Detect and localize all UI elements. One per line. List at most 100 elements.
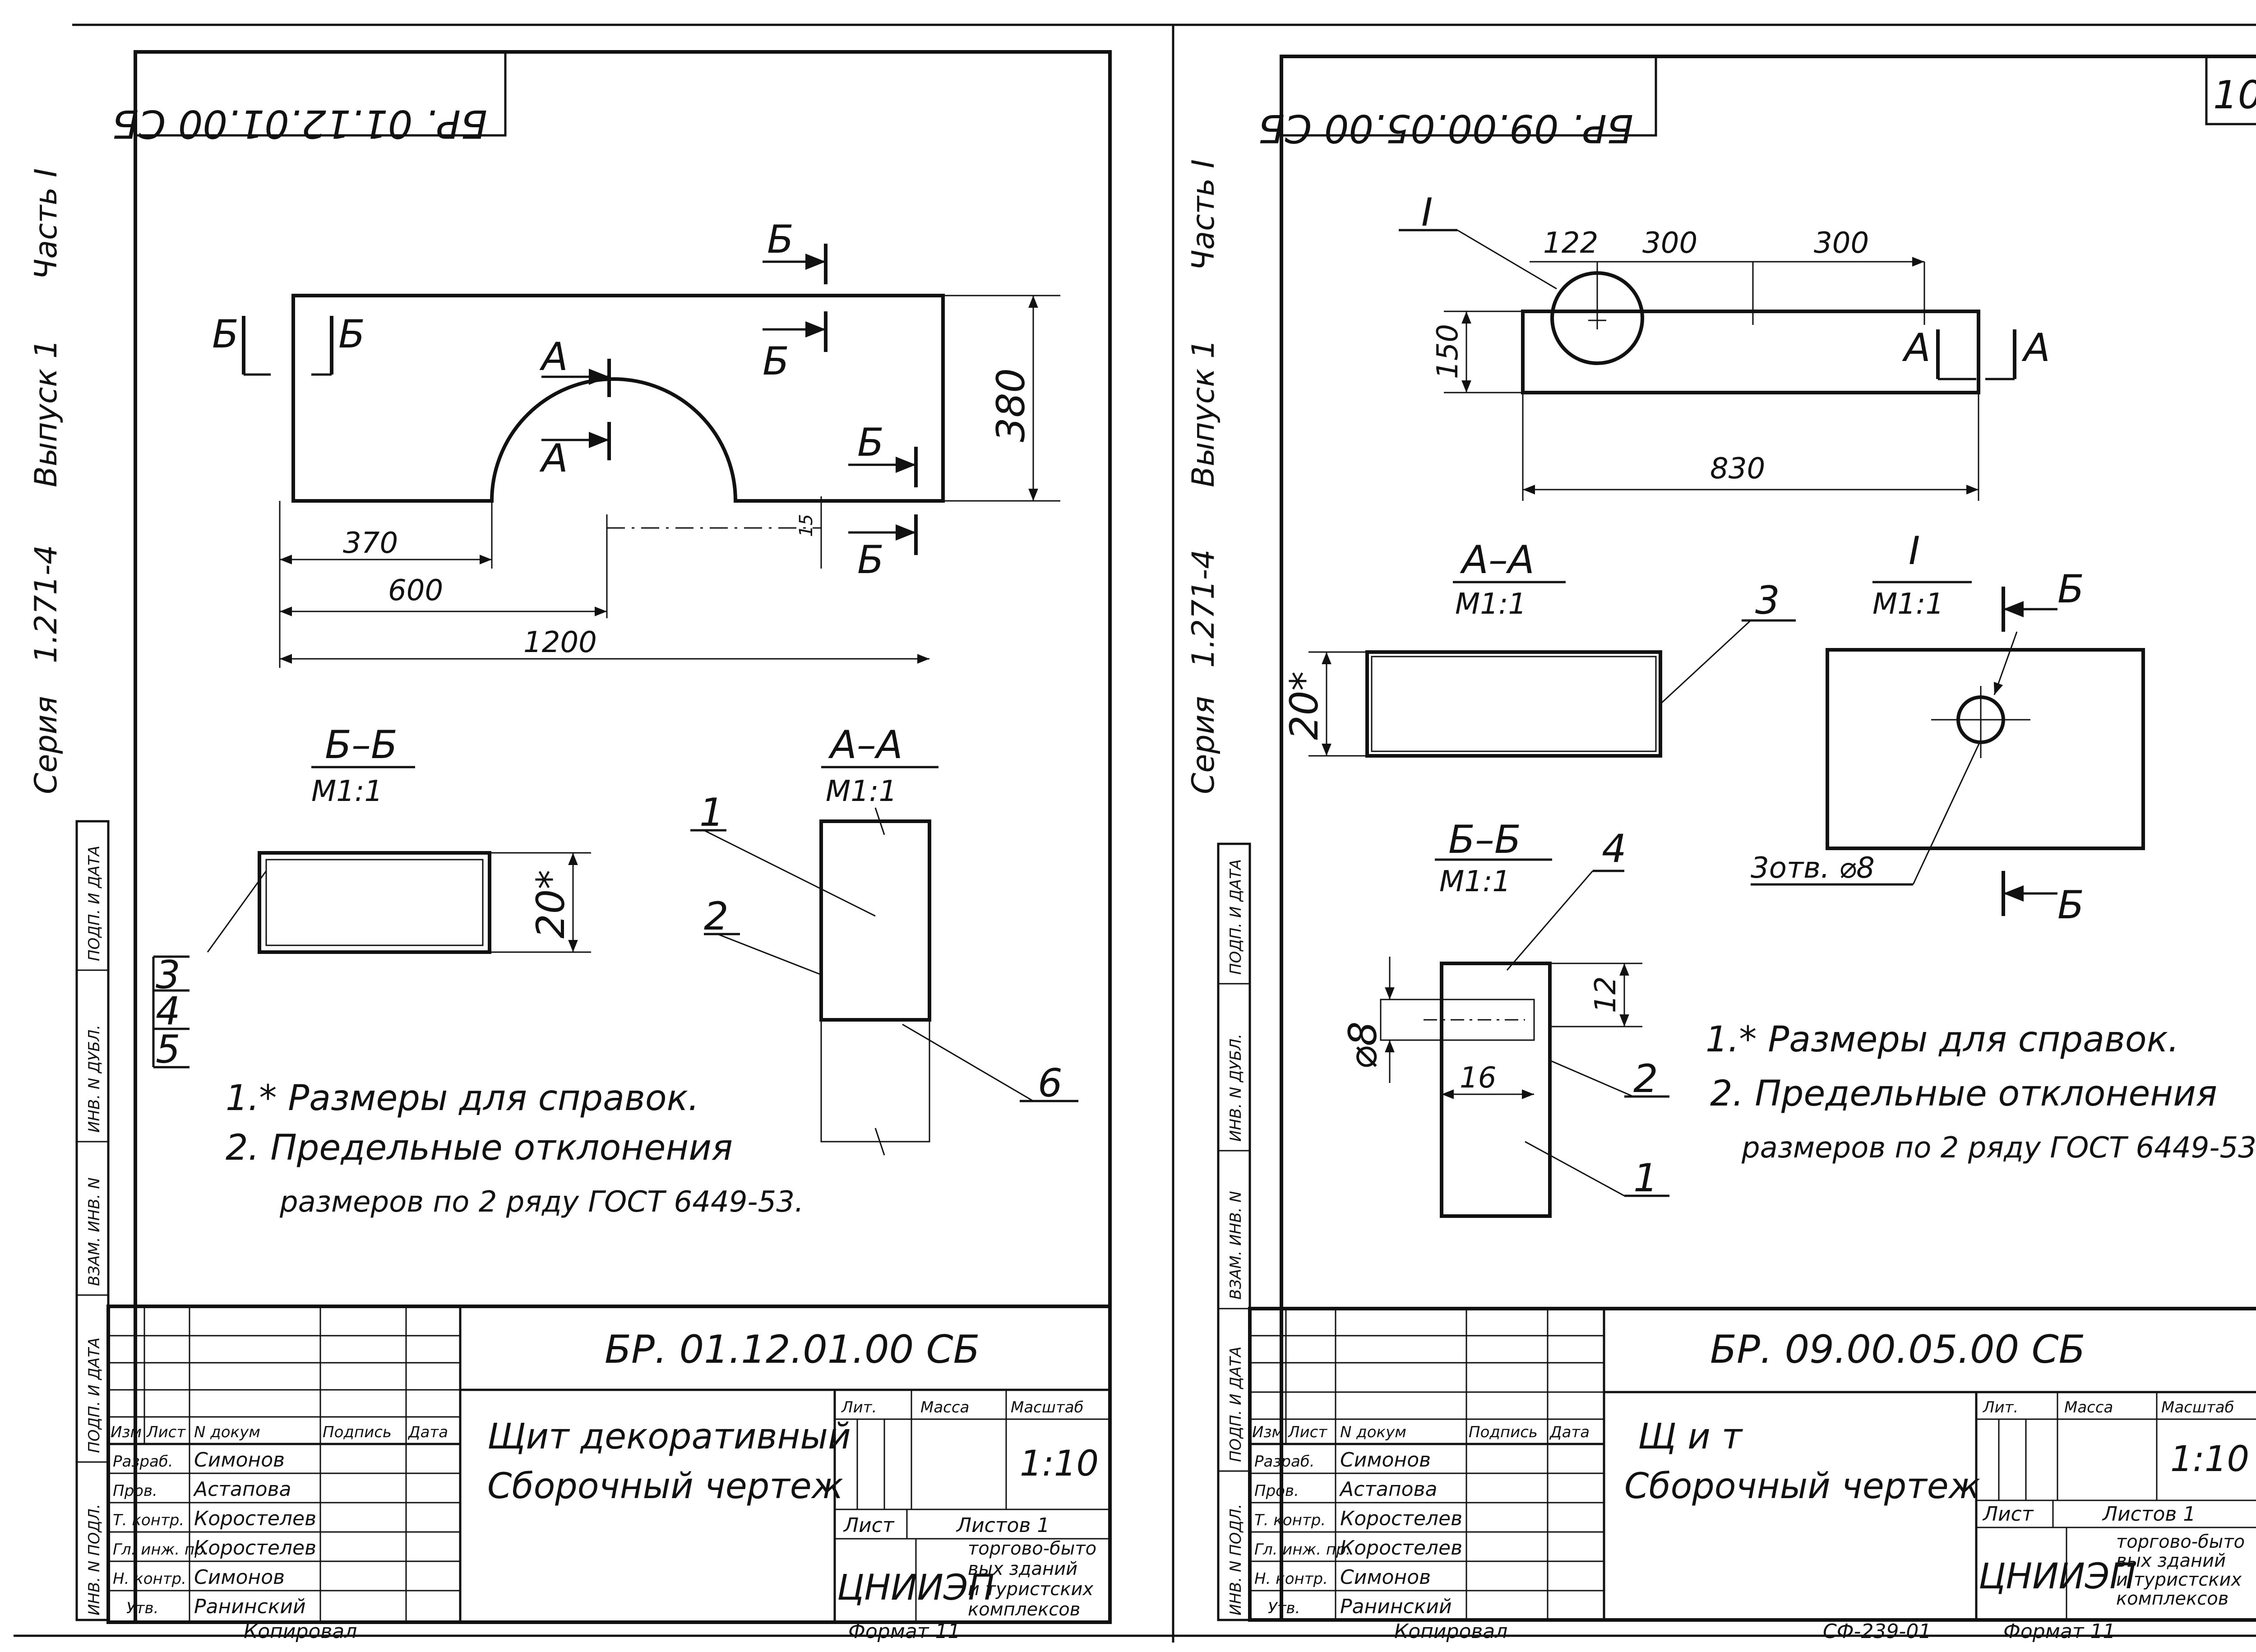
- svg-text:БР. 09.00.05.00 СБ: БР. 09.00.05.00 СБ: [1710, 1327, 2085, 1372]
- svg-text:А: А: [1902, 325, 1931, 370]
- svg-text:3отв. ⌀8: 3отв. ⌀8: [1751, 851, 1875, 885]
- left-title-block: Изм Лист N докум Подпись Дата Разраб. Си…: [106, 1305, 1112, 1624]
- svg-text:Коростелев: Коростелев: [1340, 1507, 1462, 1530]
- svg-text:Гл. инж. пр.: Гл. инж. пр.: [113, 1541, 209, 1559]
- svg-text:N докум: N докум: [1340, 1423, 1406, 1441]
- right-notes: 1.* Размеры для справок. 2. Предельные о…: [1706, 1019, 2256, 1165]
- left-notes: 1.* Размеры для справок. 2. Предельные о…: [226, 1078, 804, 1219]
- svg-text:Б: Б: [857, 420, 884, 465]
- left-side-stamp: ИНВ. N ПОДЛ. ПОДП. И ДАТА ВЗАМ. ИНВ. N И…: [75, 820, 110, 1621]
- svg-text:N докум: N докум: [194, 1423, 260, 1441]
- svg-text:и туристских: и туристских: [2116, 1569, 2242, 1590]
- left-stamp-box: [134, 51, 507, 137]
- svg-text:ЦНИИЭП: ЦНИИЭП: [837, 1568, 994, 1608]
- svg-text:830: 830: [1710, 452, 1765, 486]
- page-number-box: [2205, 55, 2256, 125]
- svg-text:Н. контр.: Н. контр.: [1254, 1570, 1328, 1588]
- svg-text:Пров.: Пров.: [113, 1482, 157, 1500]
- svg-text:А–А: А–А: [1460, 537, 1535, 583]
- svg-text:Подпись: Подпись: [323, 1423, 392, 1441]
- svg-text:2: 2: [704, 894, 729, 939]
- svg-text:торгово-быто: торгово-быто: [968, 1538, 1096, 1559]
- svg-text:размеров по 2 ряду ГОСТ 6449-5: размеров по 2 ряду ГОСТ 6449-53.: [1741, 1131, 2256, 1165]
- svg-text:М1:1: М1:1: [311, 775, 383, 808]
- svg-text:Масштаб: Масштаб: [1011, 1398, 1084, 1416]
- svg-text:комплексов: комплексов: [2116, 1588, 2228, 1609]
- svg-text:М1:1: М1:1: [1455, 588, 1526, 621]
- left-side-title: Серия 1.271-4 Выпуск 1 Часть I: [28, 168, 64, 794]
- svg-text:1: 1: [699, 790, 724, 835]
- svg-text:4: 4: [1602, 826, 1627, 871]
- svg-text:Разраб.: Разраб.: [1254, 1453, 1315, 1471]
- svg-text:Симонов: Симонов: [1340, 1448, 1431, 1472]
- svg-text:1.271-4: 1.271-4: [1186, 550, 1221, 668]
- svg-text:Пров.: Пров.: [1254, 1482, 1299, 1500]
- svg-text:600: 600: [388, 574, 443, 607]
- svg-text:ИНВ. N ПОДЛ.: ИНВ. N ПОДЛ.: [85, 1504, 103, 1615]
- svg-text:1.271-4: 1.271-4: [28, 545, 64, 663]
- svg-text:I: I: [1421, 190, 1433, 235]
- svg-text:Дата: Дата: [407, 1423, 448, 1441]
- svg-text:Лит.: Лит.: [1982, 1398, 2018, 1416]
- svg-text:М1:1: М1:1: [826, 775, 897, 808]
- svg-text:Масштаб: Масштаб: [2161, 1398, 2234, 1416]
- svg-text:12: 12: [1589, 976, 1623, 1013]
- right-section-i: I М1:1 3отв. ⌀8 Б Б: [1751, 528, 2145, 928]
- right-view-i-mark: I: [1399, 190, 1557, 290]
- svg-text:Щит декоративный: Щит декоративный: [487, 1416, 851, 1457]
- svg-text:Б–Б: Б–Б: [325, 722, 398, 768]
- svg-text:Дата: Дата: [1549, 1423, 1590, 1441]
- svg-text:Листов 1: Листов 1: [956, 1514, 1049, 1537]
- svg-text:Часть I: Часть I: [1186, 159, 1221, 271]
- svg-text:Н. контр.: Н. контр.: [113, 1570, 186, 1588]
- svg-text:Коростелев: Коростелев: [194, 1507, 316, 1530]
- svg-text:ИНВ. N ПОДЛ.: ИНВ. N ПОДЛ.: [1227, 1504, 1245, 1615]
- right-sheet: БР. 09.00.05.00 СБ 109 Серия 1.271-4 Вып…: [1186, 55, 2256, 1643]
- svg-text:А–А: А–А: [828, 722, 903, 768]
- svg-text:Б: Б: [2057, 567, 2084, 612]
- svg-text:ПОДП. И ДАТА: ПОДП. И ДАТА: [1227, 1347, 1245, 1462]
- svg-text:Б: Б: [2057, 883, 2084, 928]
- svg-text:Серия: Серия: [1186, 696, 1221, 794]
- svg-text:Б: Б: [857, 537, 884, 583]
- svg-text:Утв.: Утв.: [126, 1599, 158, 1617]
- right-rotated-stamp: БР. 09.00.05.00 СБ: [1258, 106, 1633, 151]
- svg-text:5: 5: [156, 1027, 180, 1072]
- svg-text:А: А: [539, 334, 568, 379]
- svg-text:Лист: Лист: [843, 1514, 895, 1537]
- svg-text:Лист: Лист: [1287, 1423, 1327, 1441]
- svg-text:вых зданий: вых зданий: [2116, 1550, 2226, 1571]
- svg-text:Выпуск 1: Выпуск 1: [28, 339, 64, 487]
- svg-text:300: 300: [1642, 227, 1697, 260]
- svg-text:ЦНИИЭП: ЦНИИЭП: [1979, 1556, 2136, 1597]
- svg-text:Выпуск 1: Выпуск 1: [1186, 339, 1221, 487]
- svg-text:Разраб.: Разраб.: [113, 1453, 173, 1471]
- svg-text:Б–Б: Б–Б: [1448, 817, 1521, 862]
- svg-text:Сборочный чертеж: Сборочный чертеж: [487, 1466, 843, 1507]
- svg-text:Ранинский: Ранинский: [194, 1595, 306, 1618]
- right-frame: [1280, 55, 2256, 1622]
- svg-text:Симонов: Симонов: [194, 1566, 285, 1589]
- svg-text:А: А: [2021, 325, 2050, 370]
- right-dimensions-plan: 122 300 300 150 830 А А: [1431, 227, 2050, 501]
- svg-text:Б: Б: [338, 312, 365, 357]
- svg-text:370: 370: [343, 527, 398, 560]
- svg-text:Астапова: Астапова: [193, 1478, 291, 1501]
- svg-text:комплексов: комплексов: [968, 1599, 1080, 1620]
- svg-text:ВЗАМ. ИНВ. N: ВЗАМ. ИНВ. N: [85, 1177, 103, 1286]
- svg-text:Масса: Масса: [920, 1398, 969, 1416]
- svg-text:ИНВ. N ДУБЛ.: ИНВ. N ДУБЛ.: [1227, 1034, 1245, 1142]
- svg-text:6: 6: [1038, 1061, 1063, 1106]
- svg-text:I: I: [1909, 528, 1920, 574]
- left-frame: [134, 50, 1112, 1624]
- svg-text:Симонов: Симонов: [194, 1448, 285, 1472]
- svg-text:20*: 20*: [1282, 671, 1327, 740]
- svg-text:3: 3: [156, 953, 180, 998]
- svg-text:2. Предельные отклонения: 2. Предельные отклонения: [226, 1128, 733, 1168]
- right-section-aa: А–А М1:1 20* 3: [1282, 537, 1796, 758]
- svg-text:380: 380: [989, 368, 1034, 442]
- left-rotated-stamp: БР. 01.12.01.00 СБ: [112, 101, 487, 146]
- svg-text:Листов 1: Листов 1: [2102, 1503, 2196, 1526]
- svg-text:Коростелев: Коростелев: [194, 1536, 316, 1559]
